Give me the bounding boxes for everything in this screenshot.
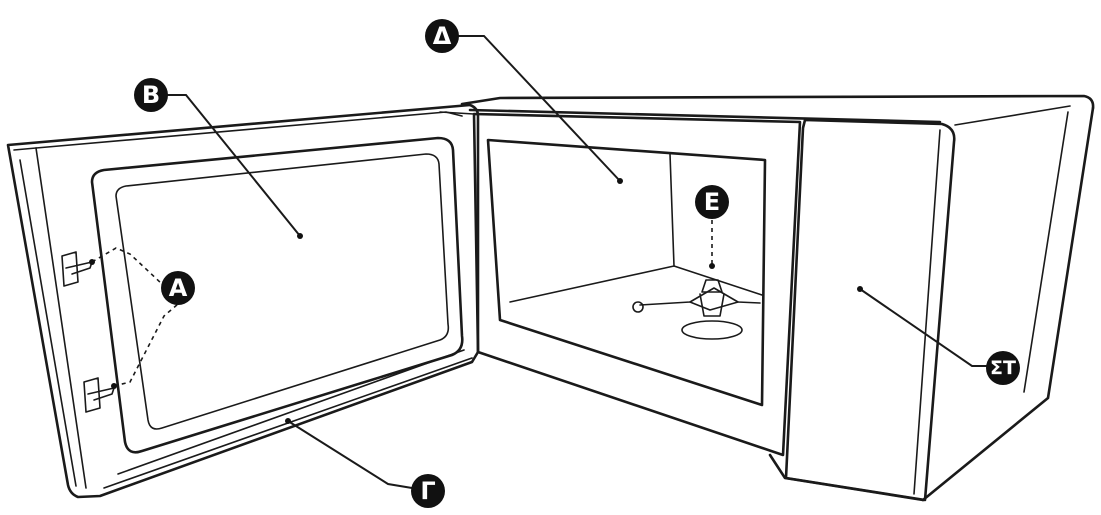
callout-st-label: ΣΤ <box>990 357 1016 379</box>
door-latch-upper <box>61 251 93 287</box>
callout-gamma-label: Γ <box>420 477 435 505</box>
oven-cavity <box>472 112 802 457</box>
door <box>6 103 480 499</box>
callout-e: E <box>695 185 729 219</box>
turntable-coupler <box>632 279 761 340</box>
oven-body <box>460 94 1095 502</box>
door-latch-lower <box>83 377 115 413</box>
callout-b: B <box>134 78 168 112</box>
callout-delta: Δ <box>425 19 459 53</box>
callout-delta-label: Δ <box>433 22 452 50</box>
callout-e-label: E <box>704 188 720 216</box>
callout-st: ΣΤ <box>986 351 1020 385</box>
control-panel <box>784 118 956 502</box>
callout-gamma: Γ <box>411 474 445 508</box>
leader-lines <box>91 35 988 489</box>
anchor-dots <box>89 178 863 424</box>
callout-b-label: B <box>142 81 160 109</box>
callout-a: A <box>161 271 195 305</box>
callout-a-label: A <box>169 274 188 302</box>
